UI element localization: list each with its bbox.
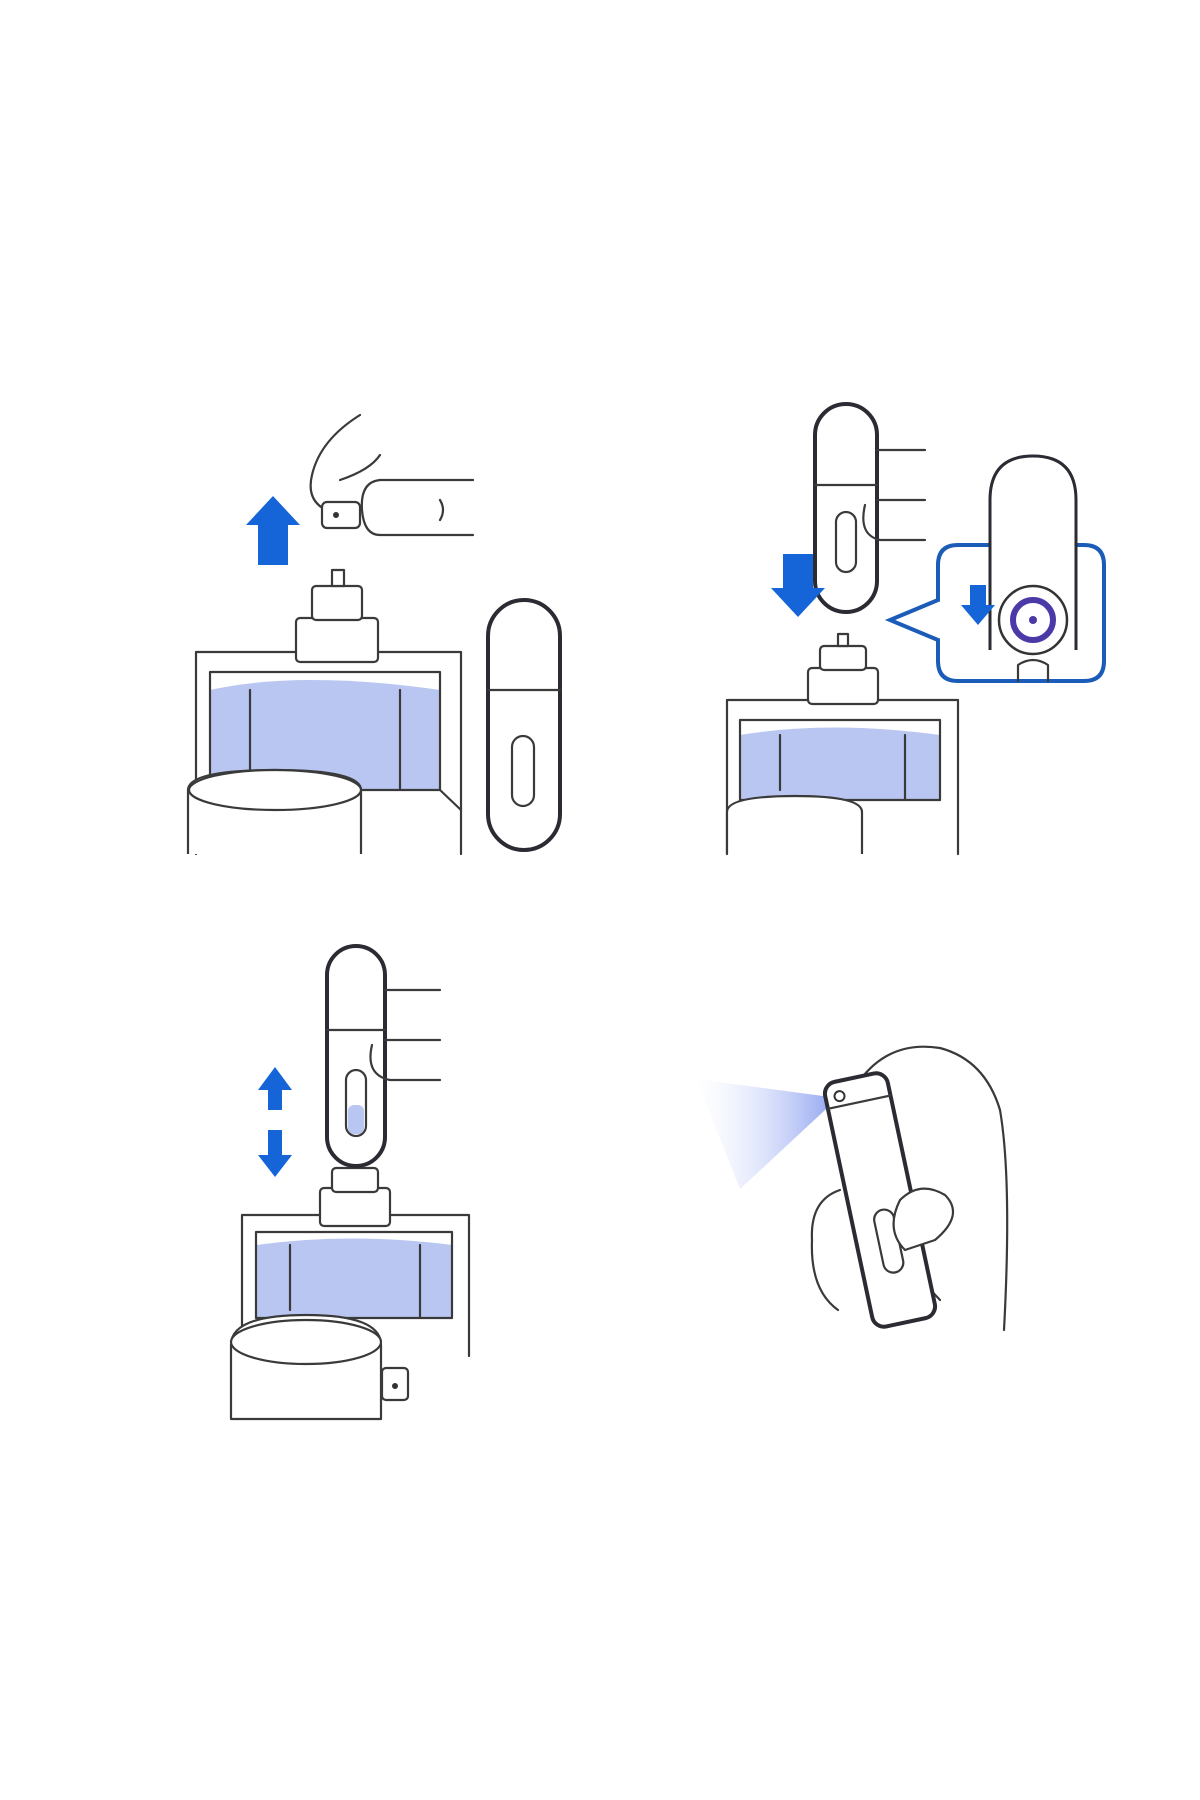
arrow-up-icon <box>246 496 300 565</box>
arrow-down-icon <box>961 585 995 625</box>
spray-cap <box>320 500 362 530</box>
atomizer-fill-level <box>348 1105 364 1134</box>
arrow-up-down-icon <box>258 1067 292 1177</box>
atomizer-bottle <box>325 944 387 1168</box>
perfume-bottle <box>240 1166 471 1358</box>
step-2-press-atomizer <box>725 402 1106 856</box>
perfume-bottle <box>725 632 960 856</box>
perfume-liquid <box>210 680 440 790</box>
nozzle-detail-callout <box>884 454 1106 683</box>
bottle-cap-cylinder <box>725 794 864 854</box>
thumb <box>892 1187 955 1252</box>
atomizer-bottle <box>813 402 879 614</box>
step-4-spray <box>696 1045 1009 1332</box>
hand <box>369 988 442 1082</box>
arrow-down-icon <box>771 554 825 617</box>
step-1-remove-cap <box>186 413 562 856</box>
hand <box>862 448 927 542</box>
perfume-bottle <box>194 568 463 856</box>
hand-holding-spray-cap <box>309 413 475 537</box>
atomizer-bottle <box>486 598 562 852</box>
spray-mist <box>696 1079 838 1189</box>
step-3-pump-to-fill <box>229 944 471 1421</box>
